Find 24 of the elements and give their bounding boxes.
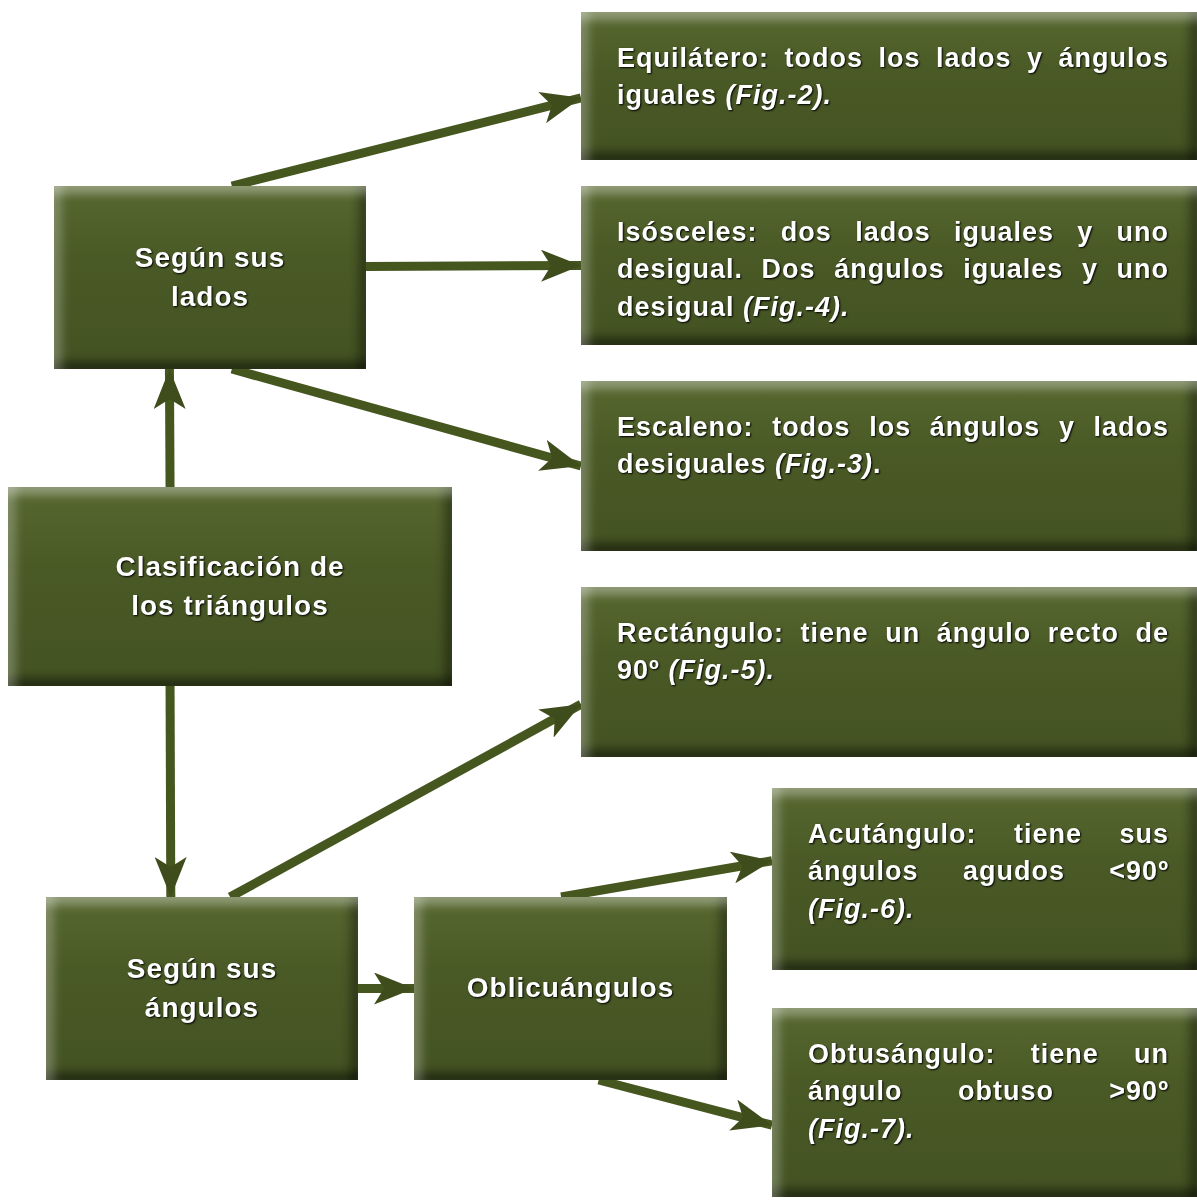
box-text: Acutángulo: tiene sus ángulos agudos <90º (Fig.-6). — [807, 818, 1170, 926]
process-box — [581, 587, 1197, 757]
process-box — [772, 1008, 1197, 1197]
box-text: Isósceles: dos lados iguales y uno desigual. Dos ángulos iguales y uno desigual (Fig.-4). — [616, 216, 1170, 324]
box-text: Equilátero: todos los lados y ángulos iguales (Fig.-2). — [616, 42, 1170, 113]
process-box — [581, 381, 1197, 551]
box-text: Clasificación de los triángulos — [114, 549, 346, 623]
box-text: Escaleno: todos los ángulos y lados desiguales (Fig.-3). — [616, 411, 1170, 482]
box-text: Según sus ángulos — [125, 951, 279, 1025]
box-text: Rectángulo: tiene un ángulo recto de 90º (Fig.-5). — [616, 617, 1170, 688]
process-box — [581, 12, 1197, 160]
arrow — [153, 368, 186, 488]
arrow — [366, 249, 581, 282]
process-box — [772, 788, 1197, 970]
arrow — [358, 972, 414, 1005]
process-box — [581, 186, 1197, 345]
process-box — [414, 897, 727, 1080]
process-box — [54, 186, 366, 369]
box-text: Oblicuángulos — [465, 971, 676, 1006]
box-text: Obtusángulo: tiene un ángulo obtuso >90º (Fig.-7). — [807, 1038, 1170, 1146]
process-box — [8, 487, 452, 686]
box-text: Según sus lados — [133, 240, 287, 314]
process-box — [46, 897, 358, 1080]
arrow — [154, 686, 187, 897]
